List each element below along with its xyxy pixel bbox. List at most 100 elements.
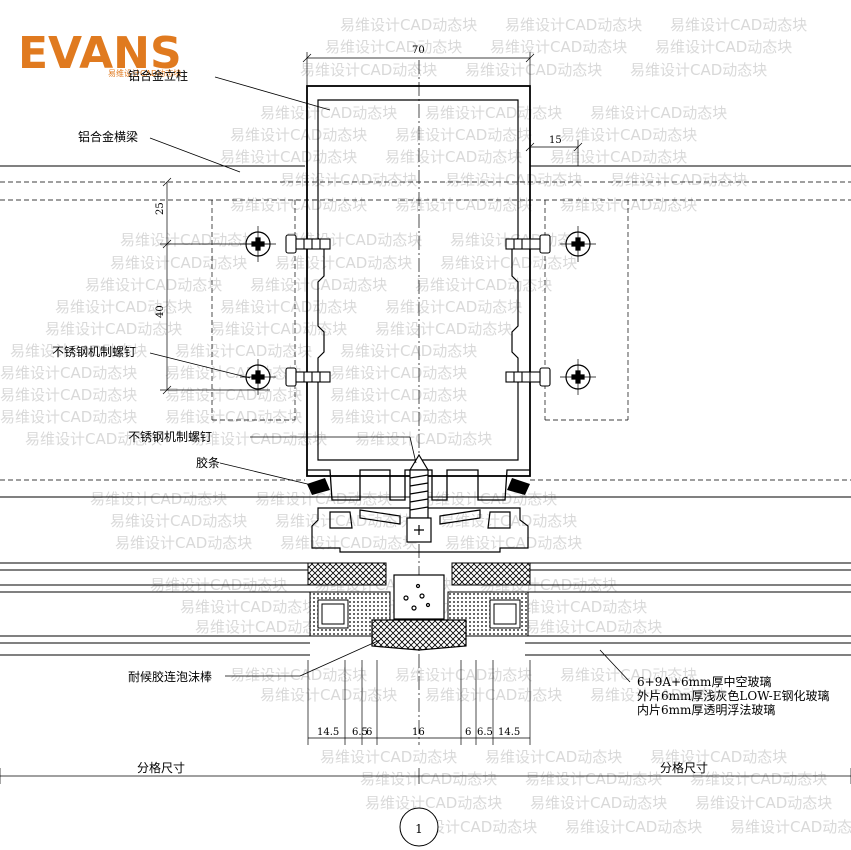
watermark-text: 易维设计CAD动态块 bbox=[560, 196, 697, 214]
watermark-text: 易维设计CAD动态块 bbox=[275, 254, 412, 272]
label-glass-3: 内片6mm厚透明浮法玻璃 bbox=[637, 703, 775, 717]
label-foam-rod: 耐候胶连泡沫棒 bbox=[128, 669, 212, 684]
watermark-text: 易维设计CAD动态块 bbox=[165, 408, 302, 426]
watermark-text: 易维设计CAD动态块 bbox=[590, 686, 727, 704]
watermark-text: 易维设计CAD动态块 bbox=[165, 386, 302, 404]
watermark-text: 易维设计CAD动态块 bbox=[45, 320, 182, 338]
watermark-text: 易维设计CAD动态块 bbox=[505, 16, 642, 34]
watermark-text: 易维设计CAD动态块 bbox=[525, 770, 662, 788]
watermark-text: 易维设计CAD动态块 bbox=[190, 430, 327, 448]
dim-15: 15 bbox=[549, 135, 562, 146]
label-mullion: 铝合金立柱 bbox=[128, 68, 188, 83]
watermark-text: 易维设计CAD动态块 bbox=[300, 61, 437, 79]
transom-fasteners bbox=[240, 226, 596, 395]
watermark-text: 易维设计CAD动态块 bbox=[330, 364, 467, 382]
watermark-text: 易维设计CAD动态块 bbox=[330, 386, 467, 404]
label-glass-1: 6+9A+6mm厚中空玻璃 bbox=[637, 674, 771, 689]
watermark-text: 易维设计CAD动态块 bbox=[110, 512, 247, 530]
logo-tagline: 易维设计CAD动态块 bbox=[108, 68, 181, 78]
watermark-text: 易维设计CAD动态块 bbox=[465, 61, 602, 79]
watermark-text: 易维设计CAD动态块 bbox=[365, 794, 502, 812]
fastener-cross bbox=[560, 226, 596, 262]
watermark-text: 易维设计CAD动态块 bbox=[55, 298, 192, 316]
watermark-text: 易维设计CAD动态块 bbox=[670, 16, 807, 34]
watermark-text: 易维设计CAD动态块 bbox=[425, 686, 562, 704]
transom-lines bbox=[0, 165, 851, 498]
watermark-text: 易维设计CAD动态块 bbox=[230, 666, 367, 684]
label-glass-2: 外片6mm厚浅灰色LOW-E钢化玻璃 bbox=[637, 689, 829, 703]
dim-b3: 16 bbox=[412, 727, 425, 738]
watermark-text: 易维设计CAD动态块 bbox=[385, 148, 522, 166]
watermark-text: 易维设计CAD动态块 bbox=[220, 298, 357, 316]
foam-rod-sealant bbox=[371, 574, 467, 651]
watermark-text: 易维设计CAD动态块 bbox=[630, 61, 767, 79]
watermark-text: 易维设计CAD动态块 bbox=[530, 794, 667, 812]
watermark-text: 易维设计CAD动态块 bbox=[695, 794, 832, 812]
transom-bolt bbox=[285, 234, 331, 254]
watermark-text: 易维设计CAD动态块 bbox=[375, 320, 512, 338]
watermark-text: 易维设计CAD动态块 bbox=[330, 408, 467, 426]
watermark-text: 易维设计CAD动态块 bbox=[440, 512, 577, 530]
watermark-text: 易维设计CAD动态块 bbox=[115, 534, 252, 552]
dimension-lines bbox=[0, 52, 851, 784]
dim-b0: 14.5 bbox=[317, 727, 339, 738]
watermark-text: 易维设计CAD动态块 bbox=[260, 104, 397, 122]
watermark-text: 易维设计CAD动态块 bbox=[560, 126, 697, 144]
watermark-text: 易维设计CAD动态块 bbox=[280, 534, 417, 552]
label-screw-bottom: 不锈钢机制螺钉 bbox=[128, 430, 212, 444]
watermark-text: 易维设计CAD动态块 bbox=[420, 490, 557, 508]
watermark-text: 易维设计CAD动态块 bbox=[690, 770, 827, 788]
transom-bolt bbox=[285, 367, 331, 387]
fastener-cross bbox=[240, 359, 276, 395]
watermark-text: 易维设计CAD动态块 bbox=[255, 490, 392, 508]
watermark-text: 易维设计CAD动态块 bbox=[565, 818, 702, 836]
watermark-text: 易维设计CAD动态块 bbox=[175, 342, 312, 360]
label-transom: 铝合金横梁 bbox=[78, 129, 138, 144]
watermark-text: 易维设计CAD动态块 bbox=[165, 364, 302, 382]
label-grid-left: 分格尺寸 bbox=[137, 760, 185, 775]
watermark-text: 易维设计CAD动态块 bbox=[440, 254, 577, 272]
callout-labels: 铝合金立柱 铝合金横梁 不锈钢机制螺钉 不锈钢机制螺钉 胶条 耐候胶连泡沫棒 6… bbox=[52, 68, 829, 775]
watermark-text: 易维设计CAD动态块 bbox=[220, 148, 357, 166]
watermark-text: 易维设计CAD动态块 bbox=[340, 342, 477, 360]
transom-bolt bbox=[505, 367, 551, 387]
watermark-text: 易维设计CAD动态块 bbox=[250, 276, 387, 294]
watermark-text: 易维设计CAD动态块 bbox=[395, 126, 532, 144]
watermark-text: 易维设计CAD动态块 bbox=[490, 38, 627, 56]
logo-brand: EVANS bbox=[18, 28, 182, 79]
watermark-text: 易维设计CAD动态块 bbox=[525, 618, 662, 636]
watermark-text: 易维设计CAD动态块 bbox=[230, 196, 367, 214]
watermark-text: 易维设计CAD动态块 bbox=[85, 276, 222, 294]
watermark-text: 易维设计CAD动态块 bbox=[110, 254, 247, 272]
glass-panel-lines bbox=[0, 562, 851, 656]
fastener-cross bbox=[560, 359, 596, 395]
dim-70: 70 bbox=[412, 45, 425, 56]
label-screw-top: 不锈钢机制螺钉 bbox=[52, 345, 136, 359]
leader-lines bbox=[149, 76, 631, 683]
watermark-text: 易维设计CAD动态块 bbox=[280, 171, 417, 189]
watermark-text: 易维设计CAD动态块 bbox=[260, 686, 397, 704]
transom-bolt bbox=[505, 234, 551, 254]
watermark-text: 易维设计CAD动态块 bbox=[10, 342, 147, 360]
watermark-text: 易维设计CAD动态块 bbox=[325, 38, 462, 56]
watermark-text: 易维设计CAD动态块 bbox=[485, 748, 622, 766]
watermark-text: 易维设计CAD动态块 bbox=[25, 430, 162, 448]
label-grid-right: 分格尺寸 bbox=[660, 760, 708, 775]
watermark-text: 易维设计CAD动态块 bbox=[385, 298, 522, 316]
watermark-text: 易维设计CAD动态块 bbox=[195, 618, 332, 636]
detail-number: 1 bbox=[415, 822, 423, 836]
watermark-text: 易维设计CAD动态块 bbox=[360, 770, 497, 788]
stainless-screw-center bbox=[406, 453, 432, 543]
watermark-text: 易维设计CAD动态块 bbox=[395, 196, 532, 214]
watermark-text: 易维设计CAD动态块 bbox=[655, 38, 792, 56]
watermark-text: 易维设计CAD动态块 bbox=[510, 598, 647, 616]
dim-b2: 6 bbox=[366, 727, 372, 738]
watermark-text: 易维设计CAD动态块 bbox=[275, 512, 412, 530]
watermark-text: 易维设计CAD动态块 bbox=[415, 276, 552, 294]
watermark-text: 易维设计CAD动态块 bbox=[340, 16, 477, 34]
watermark-text: 易维设计CAD动态块 bbox=[230, 126, 367, 144]
watermark-text: 易维设计CAD动态块 bbox=[395, 666, 532, 684]
watermark-text: 易维设计CAD动态块 bbox=[730, 818, 851, 836]
dim-b1: 6.5 bbox=[352, 727, 368, 738]
